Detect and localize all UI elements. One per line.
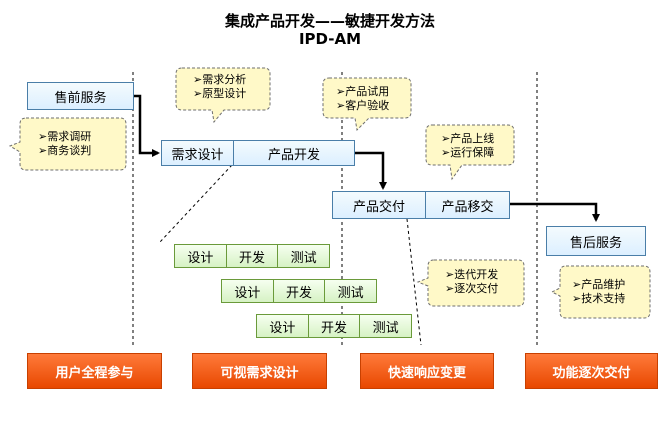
callout-1-line-1: ➢需求分析 (193, 73, 247, 86)
callout-6-text: ➢产品维护 ➢技术支持 (572, 278, 625, 306)
callout-1-text: ➢需求分析 ➢原型设计 (193, 73, 246, 101)
iteration-2-design: 设计 (234, 285, 261, 301)
callout-1-line-2: ➢原型设计 (193, 87, 247, 100)
iteration-3-test: 测试 (359, 315, 411, 337)
callout-3 (8, 117, 127, 171)
prod-delivery-cell: 产品交付 (333, 192, 425, 218)
iteration-3-design: 设计 (269, 320, 296, 336)
design-dev-box: 需求设计 产品开发 (161, 140, 355, 166)
iteration-1-dev: 开发 (225, 245, 278, 267)
req-design-cell: 需求设计 (162, 141, 233, 165)
callout-5 (416, 259, 525, 307)
callout-5-line-1: ➢迭代开发 (445, 268, 499, 281)
callout-6-line-2: ➢技术支持 (572, 292, 626, 305)
callout-4-line-1: ➢产品上线 (441, 132, 495, 145)
prod-transfer-cell: 产品移交 (425, 192, 509, 218)
phase-user-participation: 用户全程参与 (27, 353, 162, 389)
prod-transfer-label: 产品移交 (441, 199, 494, 215)
callout-2 (322, 77, 412, 132)
callout-2-text: ➢产品试用 ➢客户验收 (336, 85, 389, 113)
projection-line-left (159, 164, 233, 243)
iteration-2-test: 测试 (324, 280, 376, 302)
callout-4-text: ➢产品上线 ➢运行保障 (441, 132, 494, 160)
prod-delivery-label: 产品交付 (352, 199, 405, 215)
iteration-row-2: 设计 开发 测试 (221, 279, 377, 303)
phase-rapid-response: 快速响应变更 (360, 353, 494, 389)
callout-3-line-1: ➢需求调研 (38, 130, 92, 143)
callout-3-text: ➢需求调研 ➢商务谈判 (38, 130, 91, 158)
presale-label: 售前服务 (54, 90, 107, 106)
callout-4 (425, 124, 515, 181)
prod-dev-label: 产品开发 (267, 147, 320, 163)
presale-box: 售前服务 (27, 82, 134, 110)
iteration-2-dev: 开发 (272, 280, 325, 302)
flow-arrow-presale-to-req (134, 94, 160, 157)
prod-dev-cell: 产品开发 (233, 141, 354, 165)
aftersale-box: 售后服务 (546, 226, 646, 256)
callout-1 (175, 67, 271, 124)
callout-2-line-1: ➢产品试用 (336, 85, 390, 98)
diagram-title: 集成产品开发——敏捷开发方法 (224, 12, 435, 30)
iteration-row-3: 设计 开发 测试 (256, 314, 412, 338)
diagram-subtitle: IPD-AM (298, 30, 362, 48)
phase-visual-requirements: 可视需求设计 (192, 353, 327, 389)
callout-5-text: ➢迭代开发 ➢逐次交付 (445, 268, 498, 296)
flow-arrow-dev-to-delivery (355, 151, 387, 190)
phase-incremental-delivery: 功能逐次交付 (525, 353, 658, 389)
iteration-1-test: 测试 (277, 245, 329, 267)
req-design-label: 需求设计 (171, 147, 224, 163)
callout-6 (550, 265, 651, 319)
aftersale-label: 售后服务 (569, 235, 622, 251)
callout-2-line-2: ➢客户验收 (336, 99, 390, 112)
callout-6-line-1: ➢产品维护 (572, 278, 626, 291)
callout-3-line-2: ➢商务谈判 (38, 144, 92, 157)
delivery-transfer-box: 产品交付 产品移交 (332, 191, 510, 219)
iteration-3-dev: 开发 (307, 315, 360, 337)
iteration-1-design: 设计 (187, 250, 214, 266)
callout-4-line-2: ➢运行保障 (441, 146, 495, 159)
iteration-row-1: 设计 开发 测试 (174, 244, 330, 268)
flow-arrow-transfer-to-aftersale (510, 202, 600, 222)
callout-5-line-2: ➢逐次交付 (445, 282, 499, 295)
